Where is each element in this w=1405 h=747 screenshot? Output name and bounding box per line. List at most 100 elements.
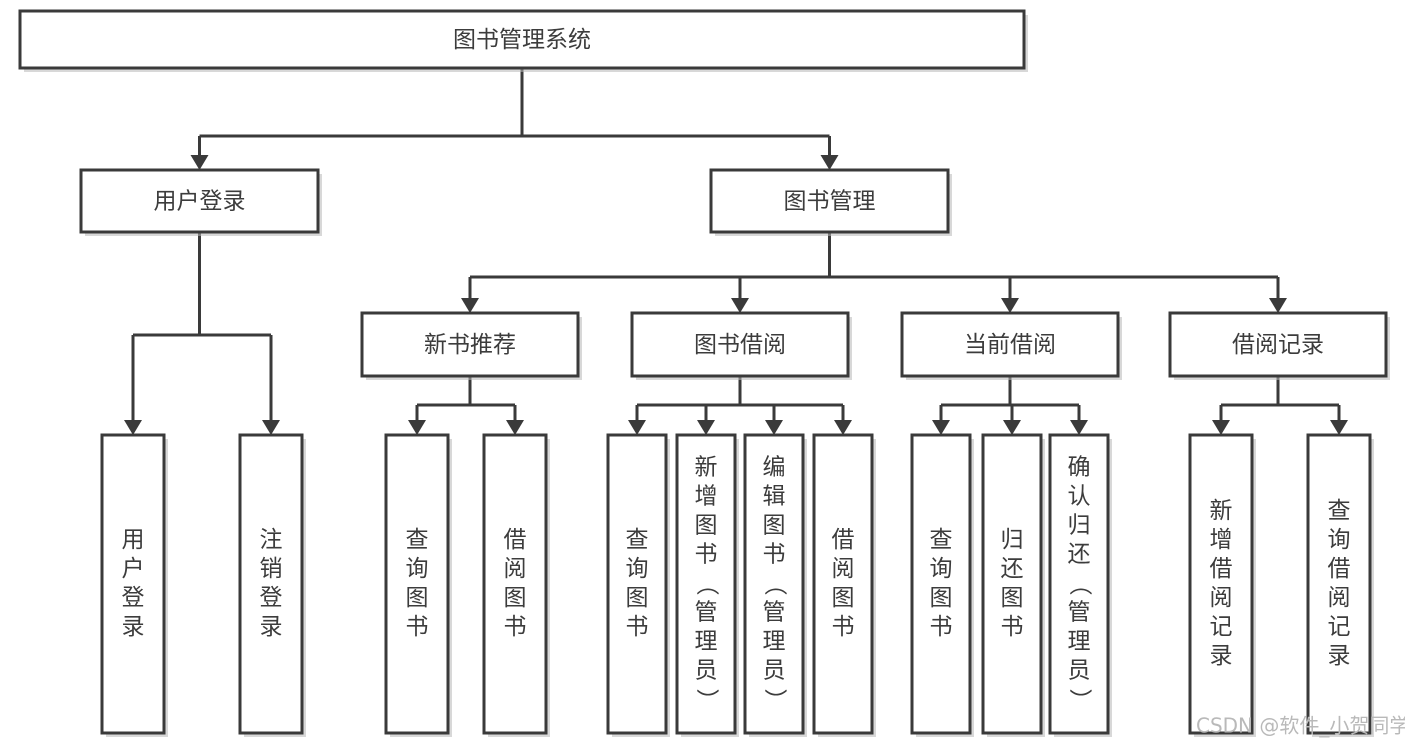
node-label-char: 增 — [1210, 527, 1233, 553]
node-label: 新书推荐 — [424, 332, 516, 358]
arrow-head-icon — [820, 155, 839, 170]
connector-user-login-to-children — [124, 232, 280, 435]
arrow-head-icon — [765, 420, 783, 435]
node-box[interactable] — [18, 9, 1026, 70]
node-box[interactable] — [238, 433, 304, 735]
node-book-borrow[interactable]: 图书借阅 — [630, 311, 852, 380]
node-box[interactable] — [812, 433, 874, 735]
node-book-manage[interactable]: 图书管理 — [709, 168, 952, 236]
arrow-head-icon — [1330, 420, 1348, 435]
node-label-char: 记 — [1328, 614, 1351, 640]
node-box[interactable] — [79, 168, 320, 234]
arrow-head-icon — [834, 420, 852, 435]
connector-book-manage-to-children — [461, 232, 1287, 313]
node-label-char: 图 — [406, 585, 429, 611]
node-label: 当前借阅 — [964, 332, 1056, 358]
connector-book-borrow-to-children — [628, 376, 852, 435]
node-label-char: 归 — [1001, 527, 1024, 553]
node-box[interactable] — [743, 433, 805, 735]
node-label-char: 录 — [1328, 643, 1351, 669]
node-label-char: 阅 — [1210, 585, 1233, 611]
node-label-char: 还 — [1068, 542, 1091, 568]
node-box[interactable] — [981, 433, 1043, 735]
node-label-char: 登 — [260, 585, 283, 611]
arrow-head-icon — [1269, 298, 1287, 313]
node-label-char: 管 — [1068, 600, 1091, 626]
node-label-char: 新 — [1210, 498, 1233, 524]
connector-borrow-record-to-children — [1212, 376, 1348, 435]
node-box[interactable] — [384, 433, 450, 735]
node-label-char: 图 — [832, 585, 855, 611]
node-box[interactable] — [1306, 433, 1372, 735]
node-label-char: 借 — [1210, 556, 1233, 582]
node-label-char: 户 — [122, 556, 145, 582]
arrow-head-icon — [408, 420, 426, 435]
nodes-layer: 图书管理系统用户登录用户登录注销登录图书管理新书推荐查询图书借阅图书图书借阅查询… — [18, 9, 1390, 737]
csdn-watermark: CSDN @软件_小贺同学 — [1196, 714, 1405, 738]
node-box[interactable] — [606, 433, 668, 735]
node-label-char: 员 — [695, 658, 718, 684]
node-root[interactable]: 图书管理系统 — [18, 9, 1028, 72]
node-label-char: 书 — [626, 614, 649, 640]
node-label: 图书管理 — [784, 189, 876, 215]
arrow-head-icon — [124, 420, 142, 435]
node-box[interactable] — [675, 433, 737, 735]
node-label-char: （ — [694, 573, 720, 596]
arrow-head-icon — [628, 420, 646, 435]
node-current-borrow[interactable]: 当前借阅 — [900, 311, 1122, 380]
node-label-char: ） — [762, 689, 788, 712]
arrow-head-icon — [190, 155, 209, 170]
node-label-char: 阅 — [504, 556, 527, 582]
arrow-head-icon — [731, 298, 749, 313]
node-label-char: 理 — [695, 629, 718, 655]
node-label-char: 书 — [930, 614, 953, 640]
node-label-char: 图 — [695, 513, 718, 539]
node-box[interactable] — [100, 433, 166, 735]
node-label-char: 询 — [406, 556, 429, 582]
node-box[interactable] — [1188, 433, 1254, 735]
node-box[interactable] — [630, 311, 850, 378]
node-label-char: 理 — [763, 629, 786, 655]
node-label-char: 录 — [260, 614, 283, 640]
node-label-char: 图 — [930, 585, 953, 611]
connector-current-borrow-to-children — [932, 376, 1088, 435]
node-label-char: 查 — [1328, 498, 1351, 524]
node-box[interactable] — [1168, 311, 1388, 378]
node-label-char: 询 — [626, 556, 649, 582]
node-box[interactable] — [709, 168, 950, 234]
node-label-char: 新 — [695, 455, 718, 481]
node-label-char: 编 — [763, 455, 786, 481]
node-box[interactable] — [910, 433, 972, 735]
node-label: 图书管理系统 — [453, 27, 591, 53]
node-label-char: 图 — [1001, 585, 1024, 611]
node-box[interactable] — [360, 311, 580, 378]
node-user-login-do[interactable]: 用户登录 — [100, 433, 168, 737]
node-label-char: 登 — [122, 585, 145, 611]
node-box[interactable] — [1048, 433, 1110, 735]
node-label: 图书借阅 — [694, 332, 786, 358]
arrow-head-icon — [1001, 298, 1019, 313]
node-box[interactable] — [482, 433, 548, 735]
node-borrow-record[interactable]: 借阅记录 — [1168, 311, 1390, 380]
node-label-char: ） — [694, 689, 720, 712]
node-label-char: 查 — [626, 527, 649, 553]
node-box[interactable] — [900, 311, 1120, 378]
node-user-login[interactable]: 用户登录 — [79, 168, 322, 236]
node-label-char: 图 — [626, 585, 649, 611]
node-label-char: 记 — [1210, 614, 1233, 640]
node-label-char: 图 — [763, 513, 786, 539]
node-new-book-rec[interactable]: 新书推荐 — [360, 311, 582, 380]
